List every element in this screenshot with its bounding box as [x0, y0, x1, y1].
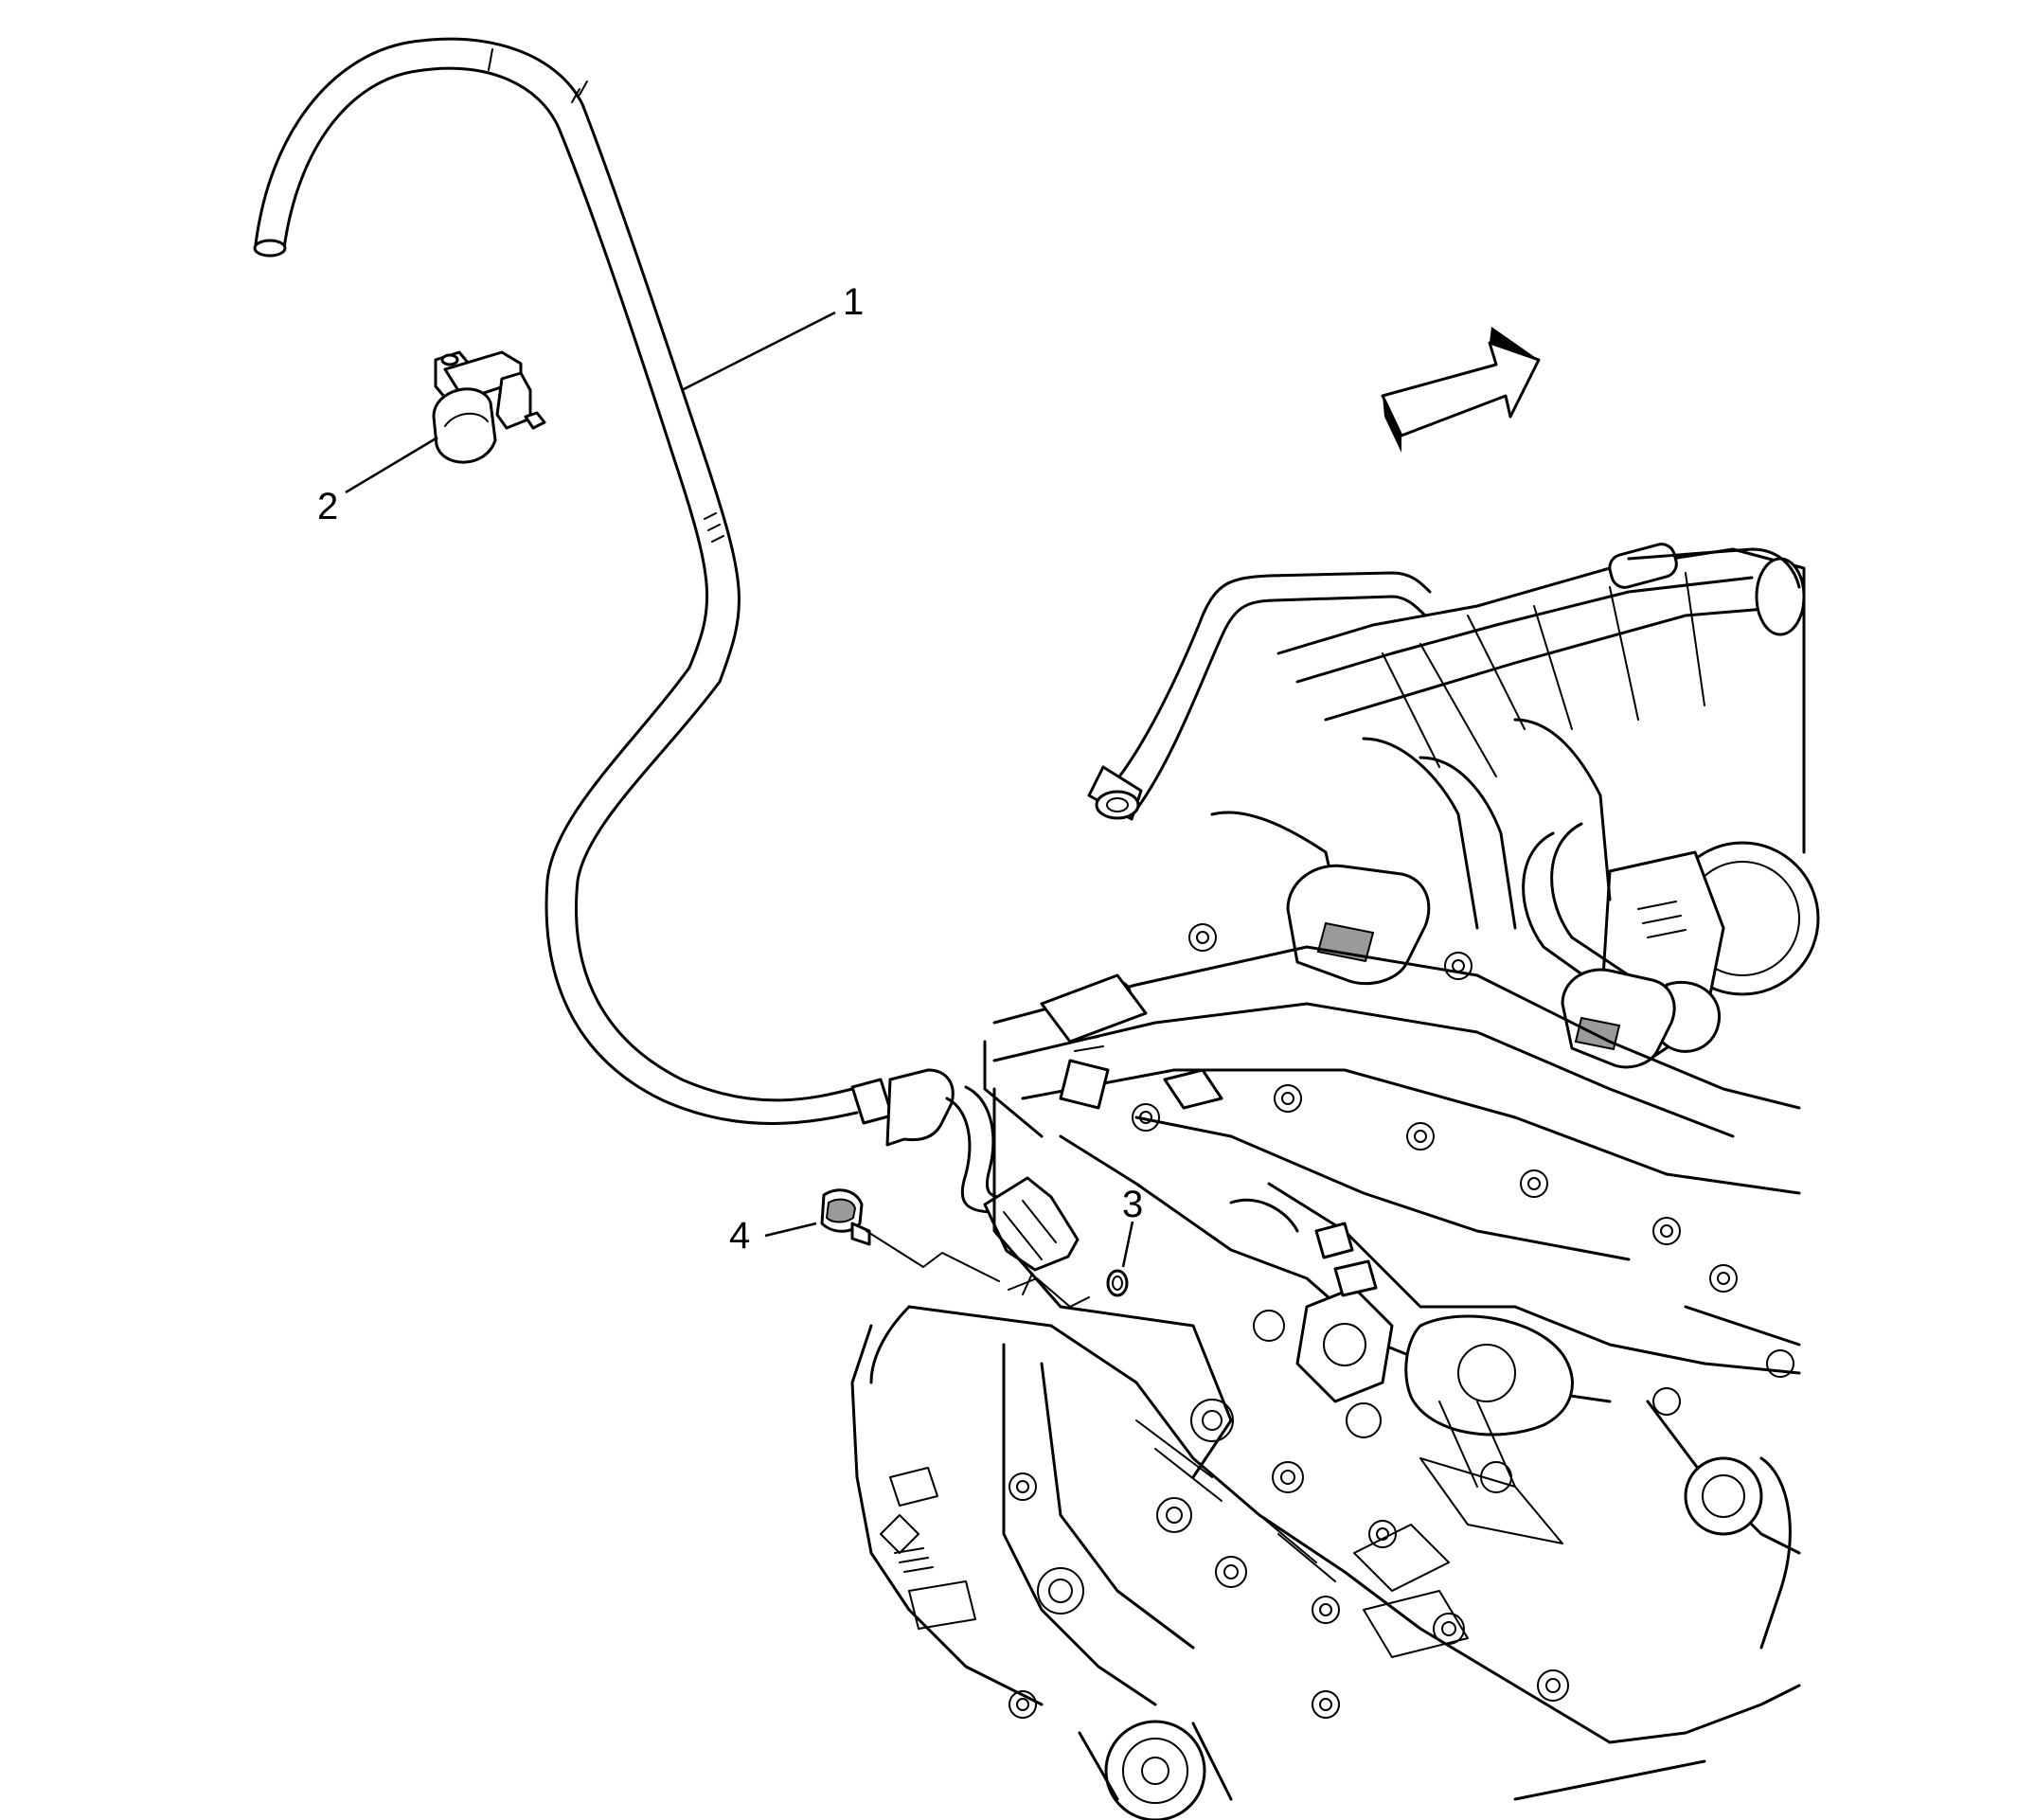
callout-1: 1 — [681, 281, 864, 392]
bolt — [820, 1188, 1000, 1282]
callout-3: 3 — [1121, 1184, 1143, 1268]
callout-4-label: 4 — [729, 1215, 750, 1257]
engine-assembly — [850, 543, 1820, 1820]
callout-4: 4 — [729, 1215, 817, 1257]
callout-3-leader — [1121, 1221, 1134, 1268]
seal-ring — [1008, 1269, 1129, 1308]
hose-clip — [432, 350, 546, 464]
callout-4-leader — [764, 1222, 817, 1238]
hose-assembly — [253, 37, 1080, 1295]
callout-2: 2 — [317, 436, 438, 527]
direction-arrow-icon — [1381, 327, 1541, 453]
callout-2-label: 2 — [317, 486, 338, 527]
callout-2-leader — [345, 436, 438, 494]
callout-3-label: 3 — [1122, 1184, 1143, 1225]
callout-1-leader — [681, 311, 836, 392]
callout-1-label: 1 — [843, 281, 864, 323]
